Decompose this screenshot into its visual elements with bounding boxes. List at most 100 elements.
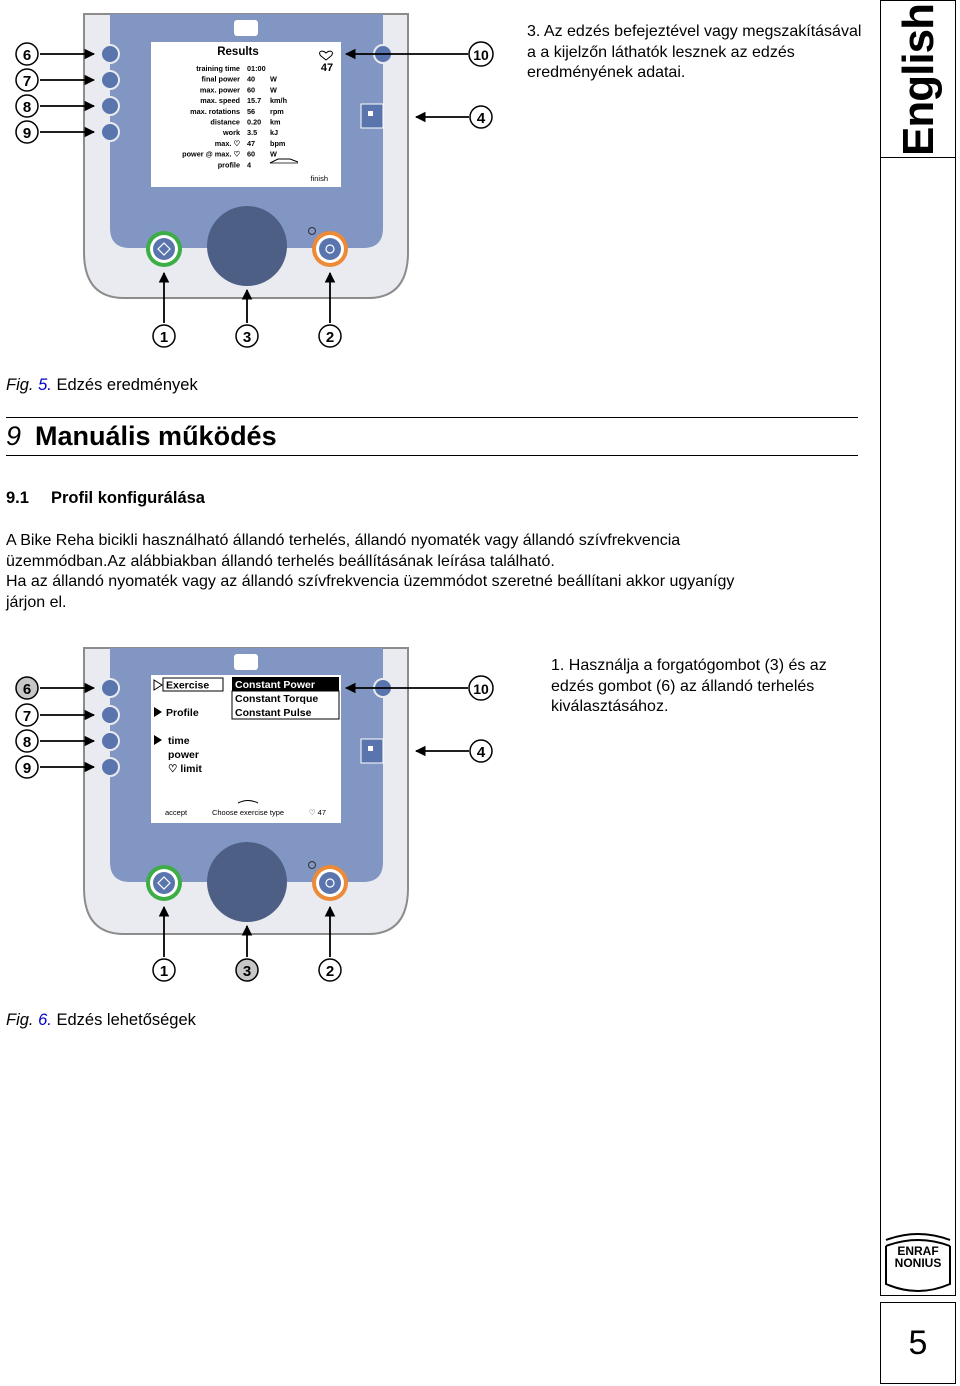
result-unit: km (270, 118, 281, 127)
page-number-box: 5 (880, 1302, 956, 1384)
rule-top (6, 417, 858, 418)
callouts-left-2: 6 7 8 9 (15, 676, 96, 779)
result-value: 0.20 (247, 118, 261, 127)
svg-text:7: 7 (23, 73, 31, 90)
menu-power: power (168, 749, 199, 761)
result-label: max. ♡ (215, 139, 240, 148)
svg-text:10: 10 (473, 47, 489, 63)
svg-text:2: 2 (326, 329, 334, 346)
result-value: 4 (247, 160, 252, 169)
svg-text:4: 4 (477, 110, 486, 127)
side-button-8 (100, 96, 120, 116)
option-constant-torque: Constant Torque (235, 693, 318, 705)
step1-text: 1. Használja a forgatógombot (3) és az e… (551, 657, 827, 715)
fig5-caption: Fig. 5. Edzés eredmények (6, 376, 198, 394)
result-label: work (222, 128, 241, 137)
svg-text:1: 1 (160, 963, 168, 980)
side-button-9b (100, 757, 120, 777)
rotary-knob-2 (207, 842, 287, 922)
menu-cursor-hollow (153, 679, 163, 691)
result-value: 47 (247, 139, 255, 148)
rotary-knob (207, 206, 287, 286)
result-label: power @ max. ♡ (182, 150, 240, 159)
power-icon-2 (308, 861, 316, 869)
result-unit: rpm (270, 107, 284, 116)
result-value: 01:00 (247, 64, 266, 73)
language-tab: English (880, 0, 956, 158)
result-unit: kJ (270, 128, 278, 137)
side-button-6b (100, 678, 120, 698)
svg-text:6: 6 (23, 681, 31, 698)
svg-text:10: 10 (473, 681, 489, 697)
option-constant-power: Constant Power (235, 679, 315, 691)
display-screen (151, 42, 341, 187)
side-button-7b (100, 705, 120, 725)
option-constant-pulse: Constant Pulse (235, 707, 312, 719)
side-button-7 (100, 70, 120, 90)
fig6-console-diagram: Exercise Profile time power ♡ limit Cons… (15, 647, 494, 982)
result-value: 40 (247, 75, 255, 84)
profile-graph-icon (269, 158, 299, 164)
console-logo-2 (234, 654, 258, 670)
callouts-right-2: 10 4 (344, 675, 494, 763)
intro-paragraph: A Bike Reha bicikli használható állandó … (6, 532, 735, 611)
console-logo (234, 20, 258, 36)
svg-text:3: 3 (243, 329, 251, 346)
result-label: max. power (200, 85, 240, 94)
side-strip (880, 158, 956, 1296)
result-unit: W (270, 75, 277, 84)
result-unit: bpm (270, 139, 286, 148)
result-value: 60 (247, 85, 255, 94)
result-value: 56 (247, 107, 255, 116)
result-value: 3.5 (247, 128, 257, 137)
option-selected-bg (232, 677, 339, 691)
heart-icon (319, 50, 333, 61)
svg-text:3: 3 (243, 963, 251, 980)
result-value: 60 (247, 150, 255, 159)
footer-heart: ♡ 47 (309, 808, 326, 817)
result-label: max. speed (200, 96, 240, 105)
menu-profile: Profile (166, 707, 199, 719)
step3-text: 3. Az edzés befejeztével vagy megszakítá… (527, 23, 862, 81)
callouts-bottom: 1 3 2 (152, 271, 342, 348)
brand-line1: ENRAF (897, 1244, 938, 1258)
callouts-bottom-2: 1 3 2 (152, 905, 342, 982)
svg-text:9: 9 (23, 125, 31, 142)
footer-accept: accept (165, 808, 188, 817)
side-button-8b (100, 731, 120, 751)
svg-text:2: 2 (326, 963, 334, 980)
side-button-6 (100, 44, 120, 64)
power-icon (308, 227, 316, 235)
result-unit: W (270, 150, 277, 159)
rule-bottom (6, 455, 858, 456)
result-label: max. rotations (190, 107, 240, 116)
result-label: distance (210, 118, 240, 127)
finish-label: finish (310, 174, 328, 183)
result-value: 15.7 (247, 96, 261, 105)
heart-value: 47 (321, 62, 333, 74)
svg-text:7: 7 (23, 708, 31, 725)
side-button-9 (100, 122, 120, 142)
display-screen-2 (151, 675, 341, 823)
result-label: training time (196, 64, 240, 73)
knob-hint-icon (237, 800, 259, 804)
svg-text:6: 6 (23, 47, 31, 64)
result-unit: W (270, 85, 277, 94)
svg-text:8: 8 (23, 734, 31, 751)
brand-line2: NONIUS (895, 1256, 942, 1270)
menu-time: time (168, 735, 190, 747)
footer-choose: Choose exercise type (212, 808, 284, 817)
svg-text:4: 4 (477, 744, 486, 761)
callouts-right: 10 4 (344, 41, 494, 129)
svg-text:9: 9 (23, 760, 31, 777)
menu-exercise: Exercise (166, 680, 209, 692)
results-title: Results (217, 46, 259, 58)
callouts-left: 6 7 8 9 (15, 42, 96, 144)
fig6-caption: Fig. 6. Edzés lehetőségek (6, 1011, 196, 1029)
brand-logo: ENRAF NONIUS (885, 1233, 951, 1292)
svg-text:1: 1 (160, 329, 168, 346)
